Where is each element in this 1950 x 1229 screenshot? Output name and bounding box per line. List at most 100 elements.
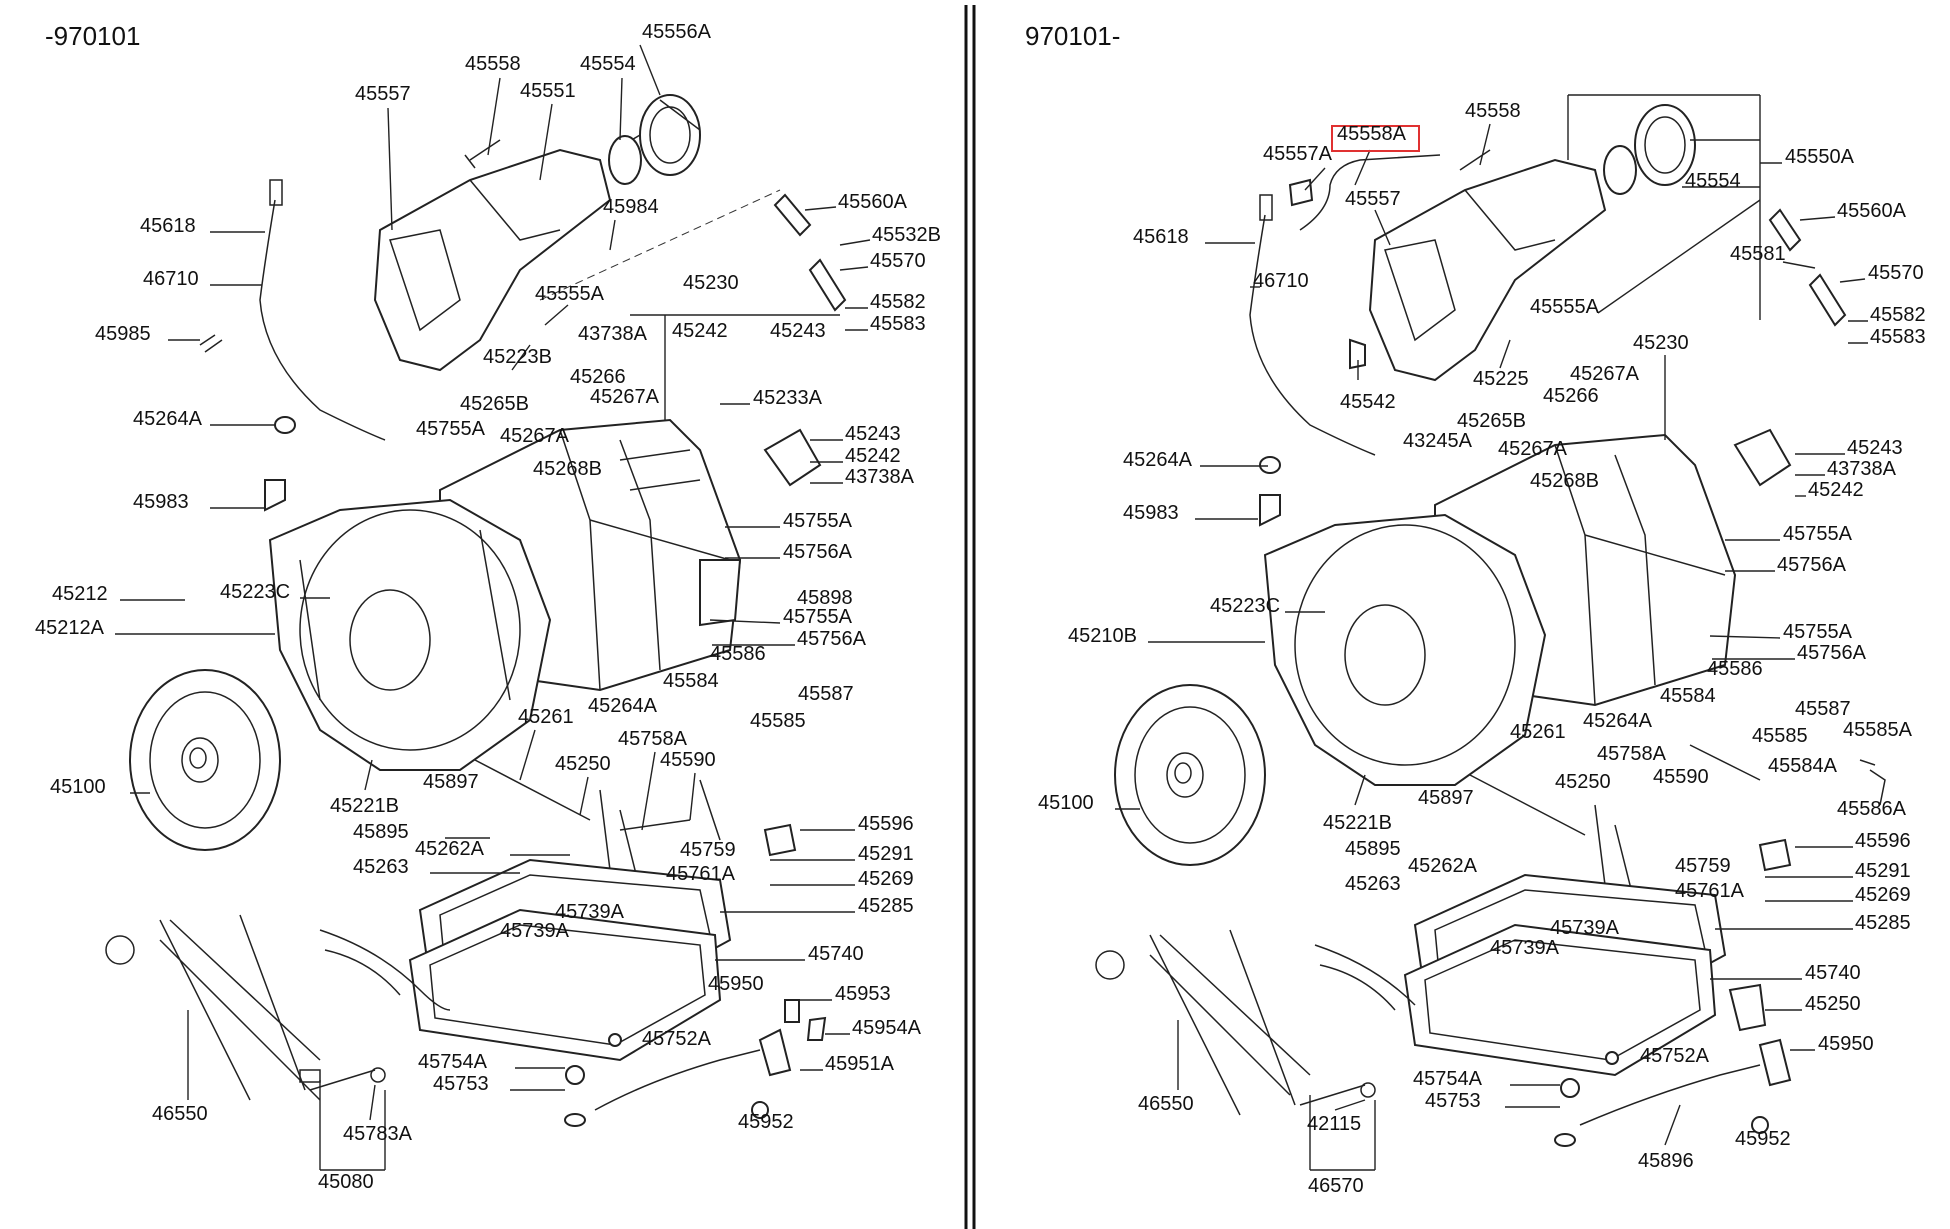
right-part-label-45586a: 45586A: [1837, 798, 1907, 820]
right-part-label-45225: 45225: [1473, 368, 1529, 390]
right-part-label-45269: 45269: [1855, 884, 1911, 906]
left-part-label-45739a: 45739A: [500, 920, 570, 942]
right-part-label-45570: 45570: [1868, 262, 1924, 284]
right-part-label-45950: 45950: [1818, 1033, 1874, 1055]
left-part-label-45212: 45212: [52, 583, 108, 605]
right-part-label-45756a: 45756A: [1777, 554, 1847, 576]
right-part-label-45550a: 45550A: [1785, 146, 1855, 168]
right-part-label-45250: 45250: [1555, 771, 1611, 793]
left-part-label-45984: 45984: [603, 196, 659, 218]
right-part-label-45223c: 45223C: [1210, 595, 1280, 617]
left-part-label-45756a: 45756A: [783, 541, 853, 563]
right-part-label-45250: 45250: [1805, 993, 1861, 1015]
right-part-label-45555a: 45555A: [1530, 296, 1600, 318]
left-part-label-45267a: 45267A: [500, 425, 570, 447]
right-part-label-45221b: 45221B: [1323, 812, 1392, 834]
right-part-label-45584a: 45584A: [1768, 755, 1838, 777]
left-part-label-45221b: 45221B: [330, 795, 399, 817]
left-part-label-45267a: 45267A: [590, 386, 660, 408]
right-part-label-45753: 45753: [1425, 1090, 1481, 1112]
left-part-label-43738a: 43738A: [845, 466, 915, 488]
right-part-label-45261: 45261: [1510, 721, 1566, 743]
right-part-label-45542: 45542: [1340, 391, 1396, 413]
left-part-label-45554: 45554: [580, 53, 636, 75]
right-panel-header: 970101-: [1025, 21, 1120, 51]
left-part-label-45783a: 45783A: [343, 1123, 413, 1145]
right-part-label-45740: 45740: [1805, 962, 1861, 984]
left-part-label-45285: 45285: [858, 895, 914, 917]
right-part-label-45895: 45895: [1345, 838, 1401, 860]
right-part-label-45752a: 45752A: [1640, 1045, 1710, 1067]
right-part-label-43245a: 43245A: [1403, 430, 1473, 452]
right-leader-lines: [1115, 94, 1868, 1171]
left-part-label-45570: 45570: [870, 250, 926, 272]
left-part-label-45265b: 45265B: [460, 393, 529, 415]
right-part-label-45264a: 45264A: [1123, 449, 1193, 471]
left-part-label-46550: 46550: [152, 1103, 208, 1125]
right-part-label-45585: 45585: [1752, 725, 1808, 747]
right-part-label-45585a: 45585A: [1843, 719, 1913, 741]
right-part-label-46570: 46570: [1308, 1175, 1364, 1197]
left-part-label-45223c: 45223C: [220, 581, 290, 603]
left-part-label-45756a: 45756A: [797, 628, 867, 650]
left-part-label-45953: 45953: [835, 983, 891, 1005]
left-part-label-45262a: 45262A: [415, 838, 485, 860]
panel-divider: [964, 5, 976, 1229]
left-part-label-45618: 45618: [140, 215, 196, 237]
right-part-label-45210b: 45210B: [1068, 625, 1137, 647]
right-part-label-45586: 45586: [1707, 658, 1763, 680]
right-part-label-45262a: 45262A: [1408, 855, 1478, 877]
right-part-label-45582: 45582: [1870, 304, 1926, 326]
right-part-label-45581: 45581: [1730, 243, 1786, 265]
left-part-label-45269: 45269: [858, 868, 914, 890]
left-part-label-45739a: 45739A: [555, 901, 625, 923]
left-part-label-45266: 45266: [570, 366, 626, 388]
right-part-label-45558a: 45558A: [1337, 123, 1407, 145]
left-part-label-46710: 46710: [143, 268, 199, 290]
right-part-label-45587: 45587: [1795, 698, 1851, 720]
right-part-label-45584: 45584: [1660, 685, 1716, 707]
highlight-box-45558A: [1331, 125, 1420, 152]
left-part-label-45895: 45895: [353, 821, 409, 843]
right-part-label-45739a: 45739A: [1490, 937, 1560, 959]
right-part-label-45291: 45291: [1855, 860, 1911, 882]
left-part-label-45983: 45983: [133, 491, 189, 513]
left-part-label-45223b: 45223B: [483, 346, 552, 368]
left-part-label-45897: 45897: [423, 771, 479, 793]
left-part-label-45758a: 45758A: [618, 728, 688, 750]
left-part-label-45951a: 45951A: [825, 1053, 895, 1075]
left-part-label-43738a: 43738A: [578, 323, 648, 345]
left-part-label-45557: 45557: [355, 83, 411, 105]
right-part-label-45596: 45596: [1855, 830, 1911, 852]
right-part-label-45755a: 45755A: [1783, 523, 1853, 545]
right-part-label-45285: 45285: [1855, 912, 1911, 934]
left-part-label-45761a: 45761A: [666, 863, 736, 885]
left-part-label-45556a: 45556A: [642, 21, 712, 43]
left-part-label-45584: 45584: [663, 670, 719, 692]
right-part-label-46710: 46710: [1253, 270, 1309, 292]
left-part-label-45985: 45985: [95, 323, 151, 345]
left-part-label-45755a: 45755A: [416, 418, 486, 440]
right-part-label-45243: 45243: [1847, 437, 1903, 459]
right-part-label-45590: 45590: [1653, 766, 1709, 788]
left-panel-drawing: [105, 94, 847, 1127]
left-part-label-45242: 45242: [672, 320, 728, 342]
left-part-label-45753: 45753: [433, 1073, 489, 1095]
left-part-label-45555a: 45555A: [535, 283, 605, 305]
right-part-label-45263: 45263: [1345, 873, 1401, 895]
left-part-label-45558: 45558: [465, 53, 521, 75]
right-part-label-45754a: 45754A: [1413, 1068, 1483, 1090]
right-part-label-45558: 45558: [1465, 100, 1521, 122]
right-part-label-45761a: 45761A: [1675, 880, 1745, 902]
right-part-label-42115: 42115: [1307, 1113, 1361, 1135]
right-part-label-45983: 45983: [1123, 502, 1179, 524]
right-part-label-45756a: 45756A: [1797, 642, 1867, 664]
right-part-label-45554: 45554: [1685, 170, 1741, 192]
right-part-label-45557: 45557: [1345, 188, 1401, 210]
right-part-label-45267a: 45267A: [1498, 438, 1568, 460]
right-part-label-45267a: 45267A: [1570, 363, 1640, 385]
left-part-label-45263: 45263: [353, 856, 409, 878]
